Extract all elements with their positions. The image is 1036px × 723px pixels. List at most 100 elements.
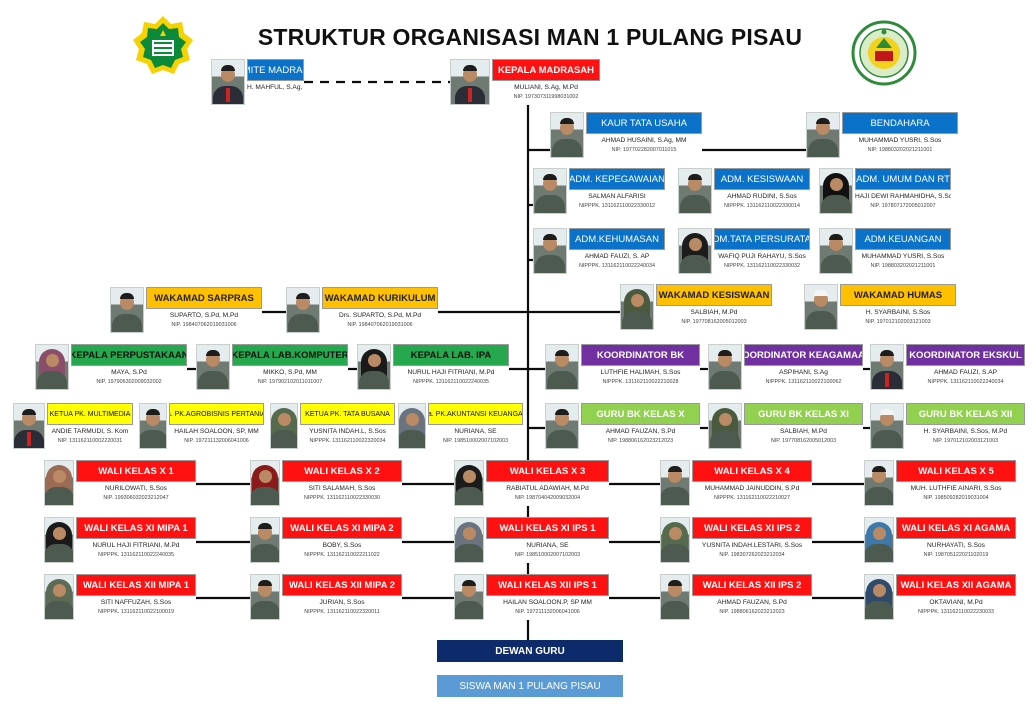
kopiah-shape (462, 580, 476, 586)
person-name: MIKKO, S.Pd, MM (263, 369, 317, 376)
kopiah-shape (829, 234, 843, 240)
person-name: SUPARTO, S.Pd, M.Pd (169, 312, 239, 319)
person-head-shape (52, 470, 66, 483)
person-photo (870, 344, 904, 390)
org-node-persuratan: ADM.TATA PERSURATANWAFIQ PUJI RAHAYU, S.… (678, 228, 810, 274)
person-name: MUHAMMAD JAINUDDIN, S.Pd (704, 485, 800, 492)
person-nip: NIPPPK. 131162110022100019 (98, 609, 174, 615)
tie-shape (27, 432, 31, 446)
person-head-shape (405, 413, 419, 426)
role-label: WALI KELAS X 5 (896, 460, 1016, 482)
person-name: SALBIAH, M.Pd (690, 309, 738, 316)
person-nip: NIP. 197708162005012003 (681, 319, 747, 325)
person-name: H. SYARBAINI, S.Sos, M.Pd (923, 428, 1008, 435)
person-body-shape (661, 487, 689, 505)
person-photo (250, 574, 280, 620)
person-photo (44, 517, 74, 563)
role-label: KEPALA LAB. IPA (393, 344, 509, 366)
role-label: KOORDINATOR KEAGAMAAN (744, 344, 863, 366)
person-photo (545, 403, 579, 449)
person-body-shape (251, 544, 279, 562)
person-name: OKTAVIANI, M.Pd (929, 599, 983, 606)
person-body-shape (251, 601, 279, 619)
person-body-shape (808, 139, 838, 157)
kopiah-shape (816, 118, 830, 124)
kopiah-shape (668, 580, 682, 586)
person-name: MUHAMMAD YUSRI, S.Sos (861, 253, 945, 260)
person-photo (864, 574, 894, 620)
role-label: ADM.TATA PERSURATAN (714, 228, 810, 250)
person-photo (864, 460, 894, 506)
role-label: KEPALA MADRASAH (492, 59, 600, 81)
person-name: HAILAH SOALOON, SP, MM (174, 428, 259, 435)
person-photo (110, 287, 144, 333)
person-name: AHMAD RUDINI, S.Sos (727, 193, 797, 200)
person-name: SITI NAFFUZAH, S.Sos (100, 599, 172, 606)
person-photo (660, 574, 690, 620)
person-body-shape (622, 311, 652, 329)
person-photo (286, 287, 320, 333)
kopiah-shape (296, 293, 310, 299)
person-name: SALMAN ALFARISI (588, 193, 646, 200)
person-body-shape (535, 255, 565, 273)
person-name: HAJI DEWI RAHMAHIDHA, S.Sos (855, 193, 951, 200)
tie-shape (226, 88, 230, 102)
tie-shape (468, 88, 472, 102)
kopiah-shape (258, 580, 272, 586)
person-name: NURIANA, SE (454, 428, 497, 435)
person-photo (819, 168, 853, 214)
kopiah-shape (668, 466, 682, 472)
kopiah-shape (543, 174, 557, 180)
person-name: MUH. LUTHFIE AINARI, S.Sos (910, 485, 1002, 492)
person-body-shape (821, 255, 851, 273)
role-label: Ka. PK.AGROBISNIS PERTANIAN (169, 403, 264, 425)
person-nip: NIPPPK. 131162110022330014 (724, 203, 800, 209)
person-head-shape (462, 527, 476, 540)
person-name: AHMAD FAUZAN, S.Pd (717, 599, 787, 606)
role-label: WALI KELAS XII IPS 1 (486, 574, 609, 596)
person-body-shape (198, 371, 228, 389)
person-body-shape (37, 371, 67, 389)
person-nip: NIP. 197211132006041006 (184, 438, 249, 444)
kopiah-shape (560, 118, 574, 124)
logo-left (130, 14, 196, 80)
kopiah-shape (555, 350, 569, 356)
person-photo (819, 228, 853, 274)
kopiah-shape (22, 409, 36, 415)
tie-shape (885, 373, 889, 387)
org-node-keagamaan: KOORDINATOR KEAGAMAANASPIHANI, S.AgNIPPP… (708, 344, 863, 390)
person-nip: NIP. 198704042009032004 (514, 495, 581, 501)
kopiah-shape (258, 523, 272, 529)
org-node-komite: KOMITE MADRASAHH. MAHFUL, S.Ag, MH (211, 59, 304, 105)
person-body-shape (547, 371, 577, 389)
person-nip: NIPPPK. 131162110022210028 (602, 379, 679, 385)
person-photo (533, 228, 567, 274)
person-photo (250, 460, 280, 506)
person-photo (196, 344, 230, 390)
person-nip: NIP. 131162110002220031 (57, 438, 123, 444)
person-body-shape (251, 487, 279, 505)
kopiah-shape (120, 293, 134, 299)
